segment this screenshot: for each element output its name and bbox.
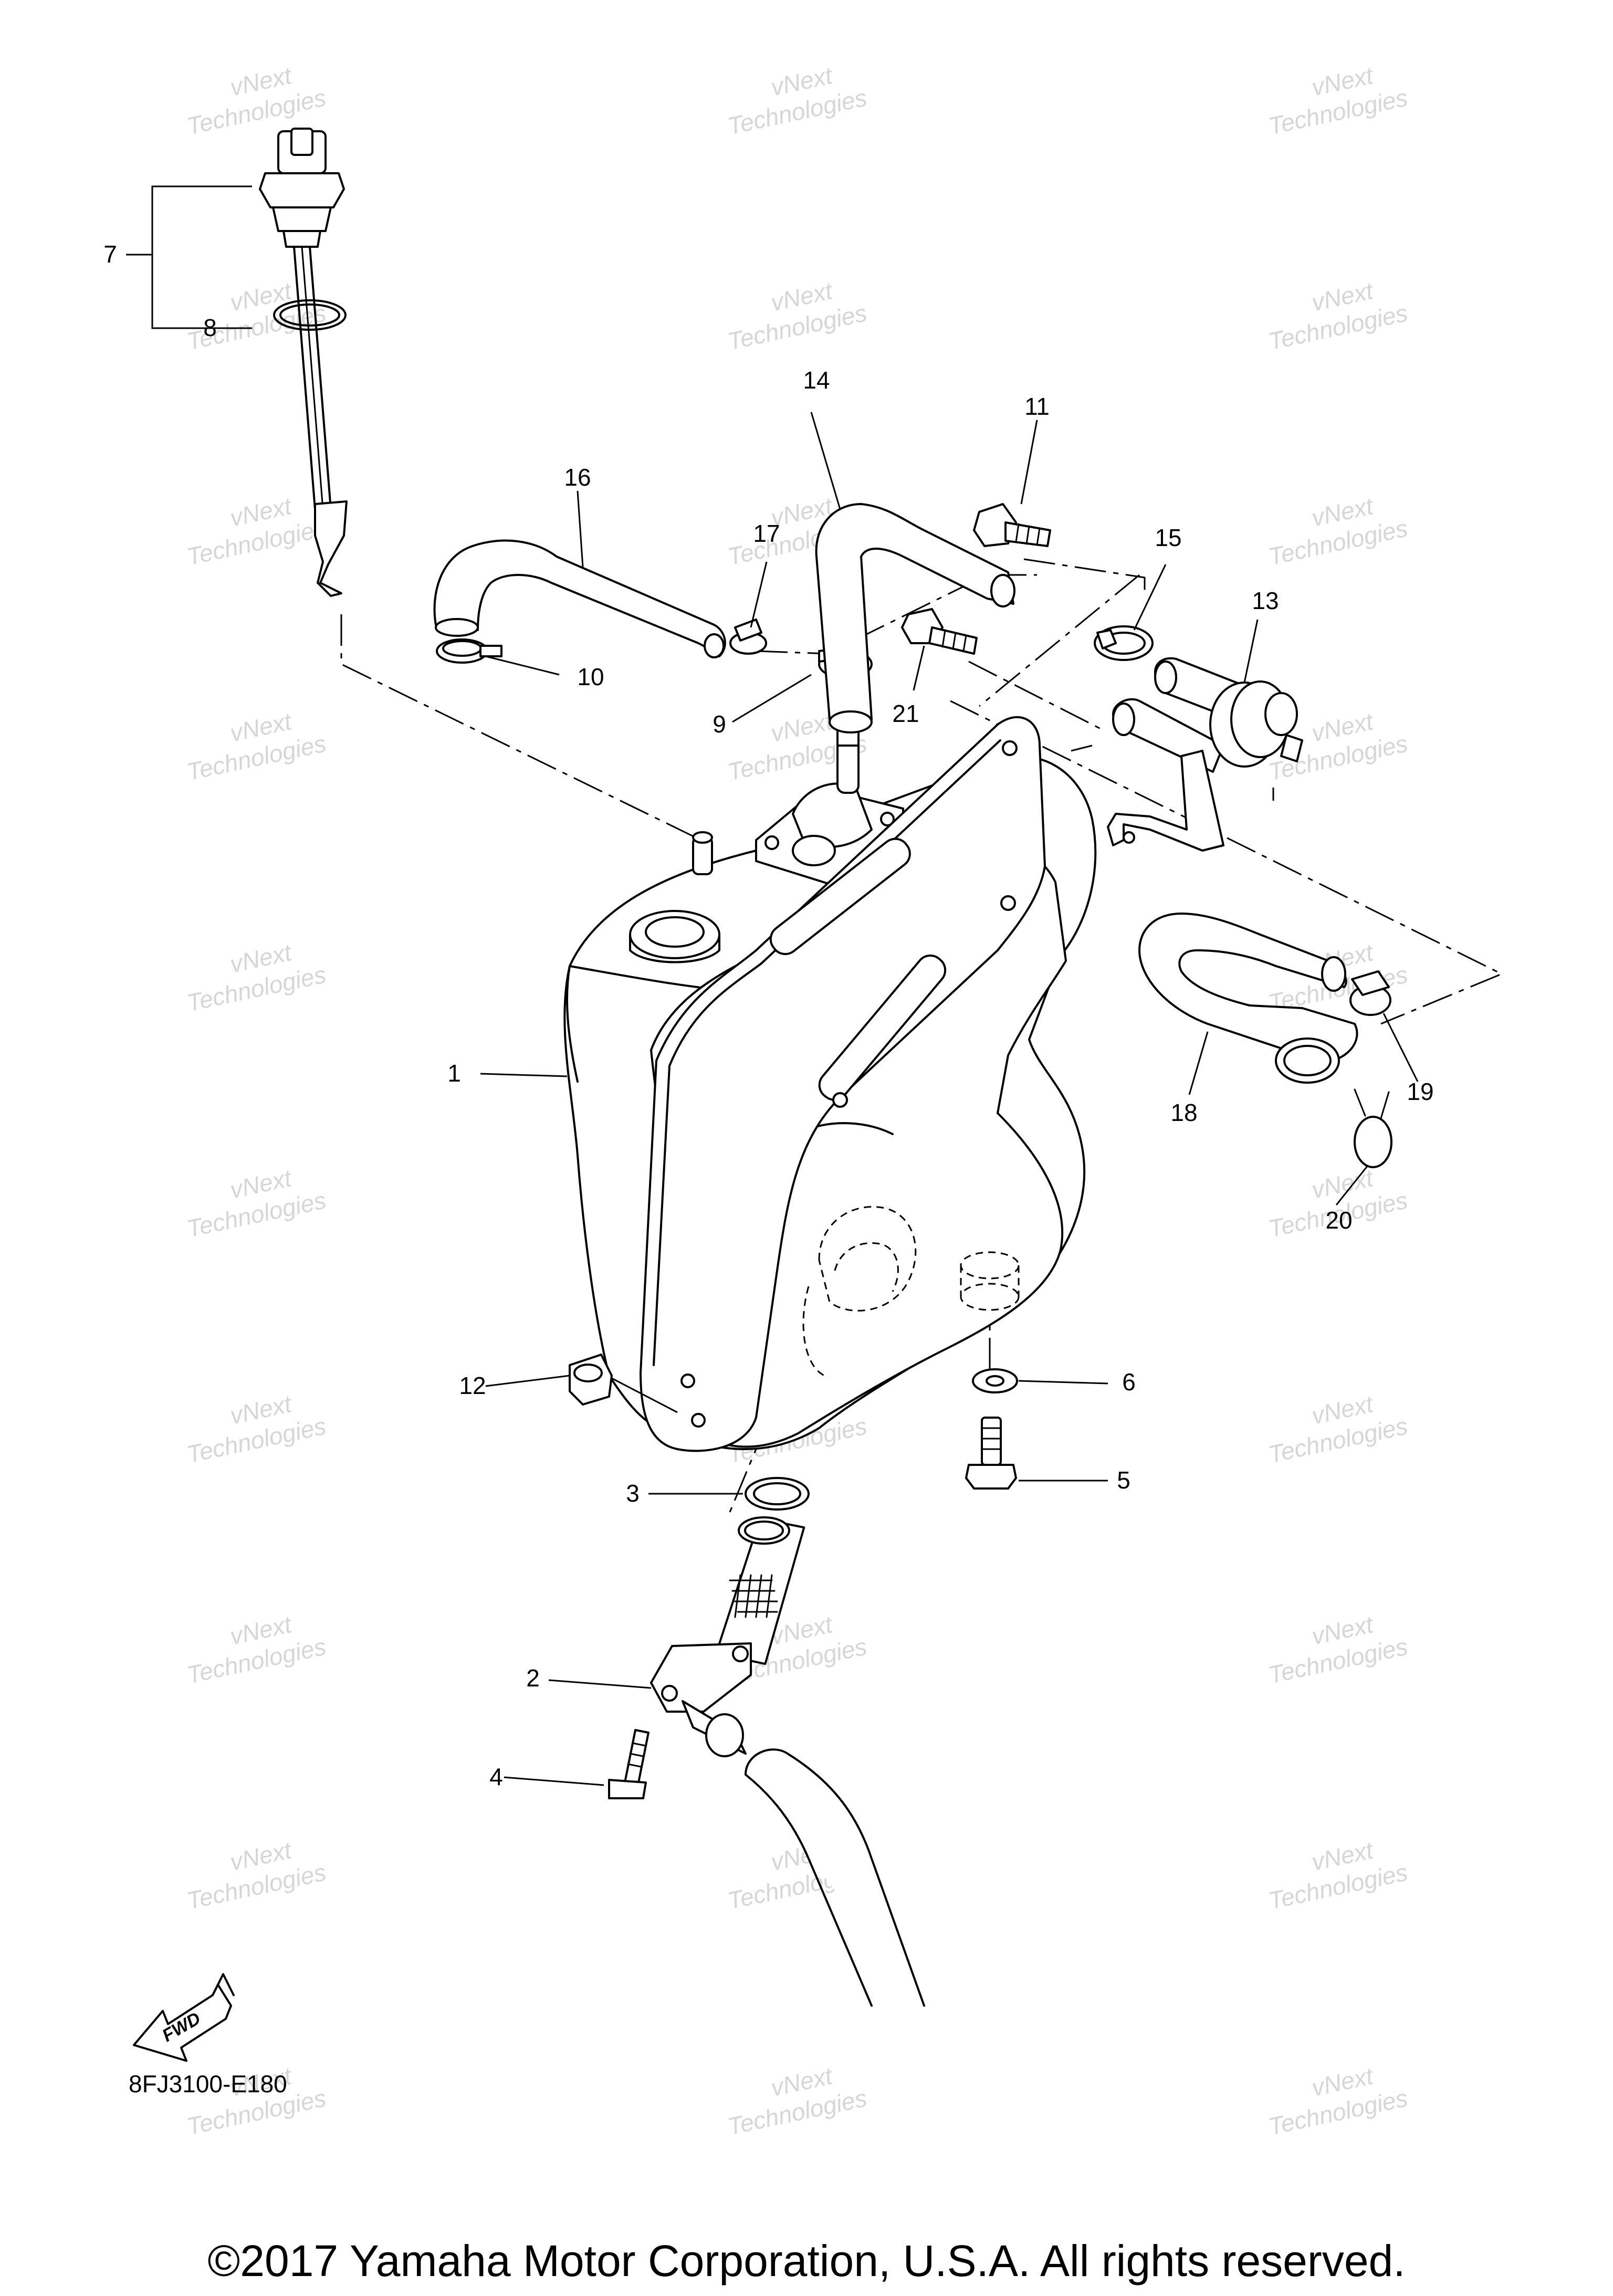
callout-5: 5 bbox=[1117, 1466, 1130, 1494]
hose-14 bbox=[815, 503, 1015, 733]
bolt-5 bbox=[965, 1417, 1017, 1490]
clamp-10 bbox=[436, 638, 502, 664]
clamp-17 bbox=[729, 618, 767, 655]
copyright-text: ©2017 Yamaha Motor Corporation, U.S.A. A… bbox=[207, 2236, 1405, 2285]
bolt-21 bbox=[901, 608, 978, 655]
callout-17: 17 bbox=[753, 520, 780, 547]
callout-21: 21 bbox=[892, 700, 919, 727]
callout-1: 1 bbox=[447, 1060, 461, 1087]
callout-16: 16 bbox=[564, 464, 591, 491]
callout-19: 19 bbox=[1407, 1078, 1433, 1105]
callout-2: 2 bbox=[526, 1664, 540, 1692]
callout-12: 12 bbox=[459, 1372, 486, 1399]
callout-9: 9 bbox=[713, 710, 726, 738]
diagram-code: 8FJ3100-E180 bbox=[129, 2070, 287, 2098]
leader-lines bbox=[226, 327, 1419, 1786]
hose-18 bbox=[1138, 913, 1358, 1084]
callout-7: 7 bbox=[103, 240, 117, 268]
clamp-15 bbox=[1094, 625, 1154, 661]
strainer-pipe bbox=[650, 1516, 805, 1757]
bolt-11 bbox=[973, 503, 1051, 547]
cap-20 bbox=[1354, 1088, 1392, 1168]
hose-16 bbox=[433, 539, 726, 658]
callout-11: 11 bbox=[1024, 393, 1050, 420]
mesh-pattern bbox=[729, 1574, 778, 1618]
breather-valve bbox=[1107, 657, 1303, 852]
callout-14: 14 bbox=[803, 366, 830, 394]
callout-8: 8 bbox=[203, 314, 217, 341]
callout-labels: 1 2 3 4 5 6 7 8 9 10 11 12 13 14 15 16 1… bbox=[103, 240, 1433, 1790]
callout-20: 20 bbox=[1325, 1207, 1352, 1234]
oil-tank bbox=[563, 707, 1097, 1452]
clamp-19 bbox=[1349, 970, 1391, 1016]
fwd-arrow-icon: FWD bbox=[133, 1973, 235, 2062]
nut-12 bbox=[569, 1354, 613, 1406]
callout-18: 18 bbox=[1170, 1099, 1197, 1126]
callout-3: 3 bbox=[626, 1480, 640, 1507]
callout-13: 13 bbox=[1252, 587, 1279, 614]
bolt-4 bbox=[608, 1729, 650, 1799]
callout-15: 15 bbox=[1155, 524, 1181, 551]
callout-10: 10 bbox=[577, 663, 604, 690]
callout-6: 6 bbox=[1122, 1368, 1136, 1396]
callout-4: 4 bbox=[489, 1763, 503, 1790]
oil-level-gauge bbox=[259, 128, 348, 597]
